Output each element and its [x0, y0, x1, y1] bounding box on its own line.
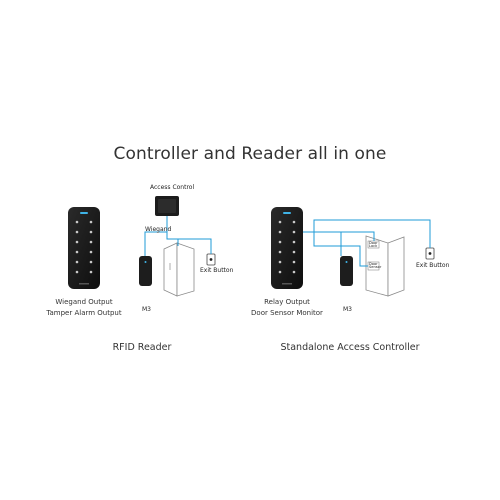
feature-door-sensor-monitor: Door Sensor Monitor — [251, 309, 323, 317]
access-control-label: Access Control — [150, 184, 195, 191]
access-control-box — [155, 196, 179, 216]
caption-standalone-access-controller: Standalone Access Controller — [280, 342, 420, 353]
caption-rfid-reader: RFID Reader — [112, 342, 172, 353]
exit-button-label-left: Exit Button — [200, 267, 234, 274]
feature-relay-output: Relay Output — [264, 298, 310, 306]
exit-button-right — [425, 247, 435, 260]
wiegand-label: Wiegand — [145, 226, 172, 233]
keypad-reader-left — [68, 207, 100, 289]
exit-button-label-right: Exit Button — [416, 262, 450, 269]
door-left — [163, 242, 195, 297]
m3-reader-right — [340, 256, 353, 286]
door-lock-label: Door Lock — [369, 241, 378, 248]
door-right — [365, 235, 405, 297]
m3-label-left: M3 — [142, 306, 151, 313]
feature-wiegand-output: Wiegand Output — [55, 298, 113, 306]
exit-button-left — [206, 253, 216, 266]
features-left: Wiegand Output Tamper Alarm Output — [34, 297, 134, 319]
wires-left — [144, 216, 212, 256]
feature-tamper-alarm-output: Tamper Alarm Output — [46, 309, 122, 317]
m3-label-right: M3 — [343, 306, 352, 313]
page-title: Controller and Reader all in one — [113, 144, 387, 164]
features-right: Relay Output Door Sensor Monitor — [237, 297, 337, 319]
m3-reader-left — [139, 256, 152, 286]
keypad-reader-right — [271, 207, 303, 289]
wires-right — [303, 219, 431, 267]
door-sensor-label: Door Sensor — [369, 262, 382, 269]
